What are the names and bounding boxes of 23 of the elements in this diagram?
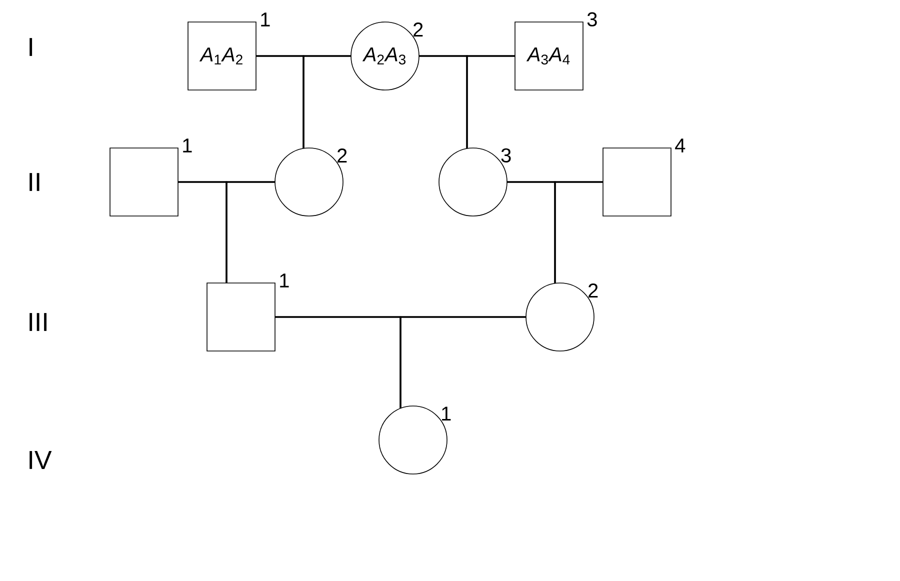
generation-label: IV xyxy=(30,451,52,469)
member-number: 1 xyxy=(442,406,451,420)
member-number: 1 xyxy=(261,12,270,26)
generation-label: II xyxy=(30,173,40,191)
pedigree-line xyxy=(302,55,351,148)
male-square xyxy=(110,148,178,216)
generation-label: III xyxy=(30,313,46,331)
male-square xyxy=(206,282,276,352)
male-square: A$_{3}$A$_{4}$ xyxy=(514,22,584,90)
member-number: 3 xyxy=(501,148,511,162)
male-square: A$_{1}$A$_{2}$ xyxy=(188,22,256,90)
member-number: 1 xyxy=(280,274,289,288)
pedigree-line xyxy=(466,55,515,149)
member-number: 4 xyxy=(675,138,686,152)
member-number: 1 xyxy=(183,138,192,152)
pedigree-line xyxy=(226,181,275,283)
generation-label: I xyxy=(30,38,32,56)
pedigree-line xyxy=(400,316,526,408)
male-square xyxy=(602,148,672,216)
member-number: 3 xyxy=(587,12,597,26)
pedigree-line xyxy=(554,181,603,284)
member-number: 2 xyxy=(338,148,347,162)
member-number: 2 xyxy=(588,284,598,298)
